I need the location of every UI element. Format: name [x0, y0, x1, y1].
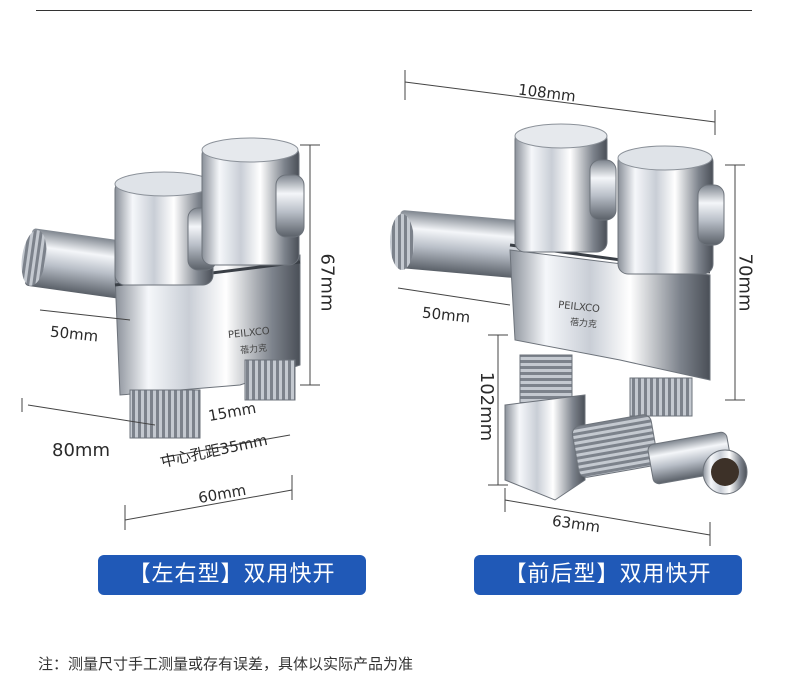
left-dimension-lines — [21, 144, 320, 530]
front-back-type-badge: 【前后型】双用快开 — [474, 555, 742, 595]
left-front-handle — [114, 171, 217, 286]
right-front-handle — [617, 145, 725, 275]
right-valve-drawing — [390, 70, 748, 546]
right-back-handle — [514, 123, 617, 253]
left-right-type-badge: 【左右型】双用快开 — [98, 555, 366, 595]
left-width-80-label: 80mm — [52, 440, 110, 461]
left-back-handle — [201, 137, 305, 266]
right-outlets — [519, 354, 693, 417]
measurement-footnote: 注：测量尺寸手工测量或存有误差，具体以实际产品为准 — [38, 655, 414, 673]
right-height-70-label: 70mm — [734, 253, 756, 312]
right-height-102-label: 102mm — [476, 371, 498, 442]
right-inlet-pipe — [390, 210, 520, 278]
top-divider — [36, 10, 752, 11]
left-outlets — [129, 359, 296, 439]
left-height-67-label: 67mm — [316, 253, 338, 312]
right-dimension-lines — [397, 70, 745, 546]
left-inlet-pipe — [21, 228, 137, 300]
right-logo-subtext: 蓓力克 — [569, 317, 598, 331]
left-valve-drawing — [21, 137, 320, 530]
front-back-valve-figure: PEILXCO 蓓力克 108mm 70mm 50mm 102mm 63mm — [380, 60, 780, 550]
left-right-valve-figure: PEILXCO 蓓力克 50mm 80mm 67mm 15mm 中心孔距35mm… — [0, 0, 395, 540]
right-elbow-connector — [504, 394, 748, 501]
